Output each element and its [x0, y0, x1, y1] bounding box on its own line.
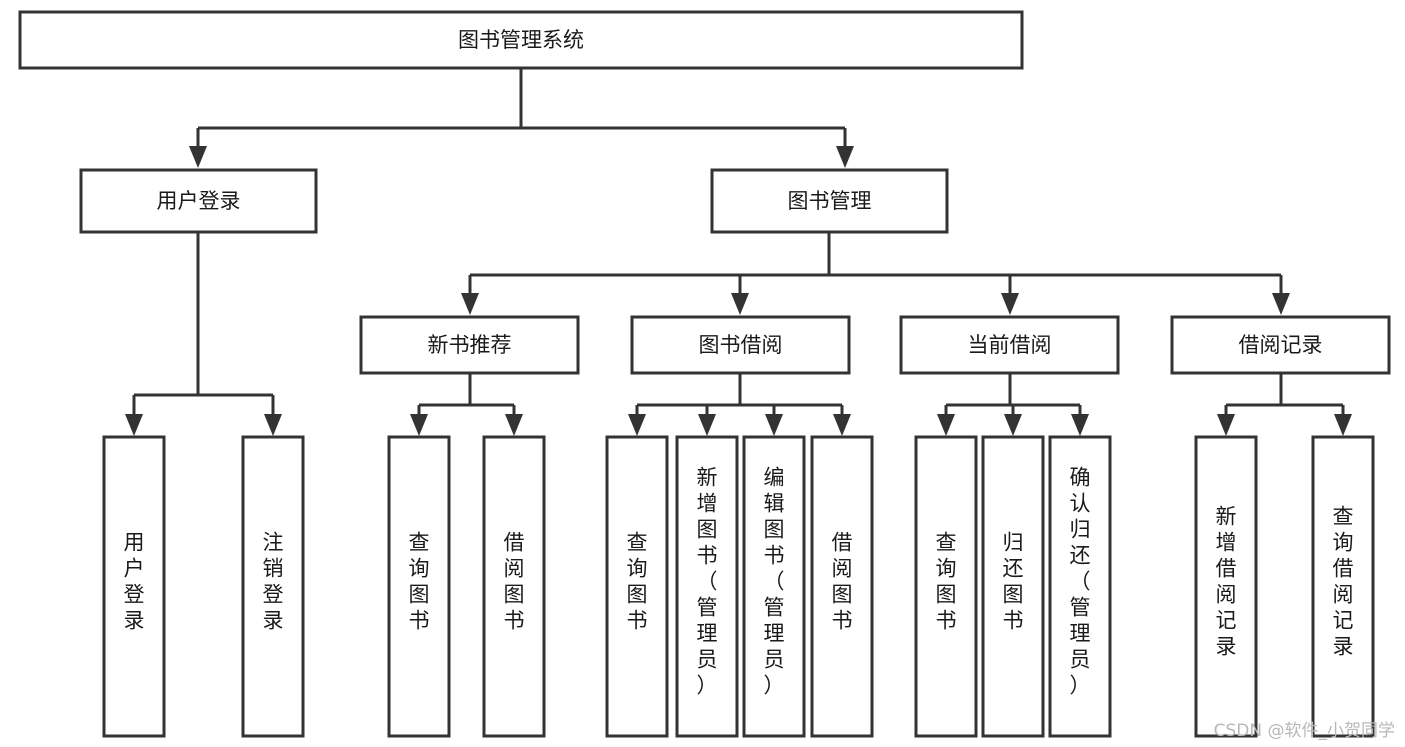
node-label-leaf-borrow-book: 借阅图书	[832, 531, 853, 633]
node-box-book-borrow	[630, 315, 851, 375]
arrow-leaf-query-borrow-record	[1334, 414, 1352, 436]
node-layer: 图书管理系统用户登录图书管理新书推荐图书借阅当前借阅借阅记录用户登录注销登录查询…	[18, 10, 1391, 738]
node-box-leaf-borrow-book	[810, 435, 874, 738]
node-leaf-return-book[interactable]: 归还图书	[981, 435, 1045, 738]
node-leaf-borrow-book[interactable]: 借阅图书	[810, 435, 874, 738]
node-root[interactable]: 图书管理系统	[18, 10, 1024, 70]
node-box-leaf-query-borrow-record	[1311, 435, 1375, 738]
arrow-leaf-query-book-borrow	[628, 414, 646, 436]
node-label-leaf-query-book-current: 查询图书	[936, 531, 957, 633]
node-label-leaf-borrow-book-recommend: 借阅图书	[504, 531, 525, 633]
node-box-leaf-user-login	[102, 435, 166, 738]
node-label-user-login: 用户登录	[157, 189, 241, 213]
connector-bookmgmt-to-level3	[468, 232, 1283, 307]
node-current-borrow[interactable]: 当前借阅	[899, 315, 1120, 375]
node-leaf-query-book-current[interactable]: 查询图书	[914, 435, 978, 738]
arrow-layer	[125, 146, 1352, 436]
arrow-leaf-user-login	[125, 414, 143, 436]
node-book-management[interactable]: 图书管理	[710, 168, 949, 234]
node-box-new-book-recommend	[359, 315, 580, 375]
arrow-book-management	[836, 146, 854, 168]
node-box-borrow-record	[1170, 315, 1391, 375]
node-leaf-query-book-recommend[interactable]: 查询图书	[387, 435, 451, 738]
node-label-leaf-query-borrow-record: 查询借阅记录	[1333, 505, 1354, 659]
arrow-leaf-add-book-admin	[698, 414, 716, 436]
node-label-leaf-query-book-borrow: 查询图书	[627, 531, 648, 633]
node-leaf-add-borrow-record[interactable]: 新增借阅记录	[1194, 435, 1258, 738]
node-label-leaf-edit-book-admin: 编辑图书（管理员）	[764, 466, 785, 698]
node-leaf-query-book-borrow[interactable]: 查询图书	[605, 435, 669, 738]
node-label-book-borrow: 图书借阅	[699, 333, 783, 357]
node-label-leaf-confirm-return-admin: 确认归还（管理员）	[1070, 466, 1091, 698]
node-box-leaf-confirm-return-admin	[1048, 435, 1112, 738]
node-leaf-user-login[interactable]: 用户登录	[102, 435, 166, 738]
arrow-borrow-record	[1272, 293, 1290, 315]
node-box-leaf-return-book	[981, 435, 1045, 738]
arrow-leaf-edit-book-admin	[765, 414, 783, 436]
arrow-user-login	[189, 146, 207, 168]
arrow-current-borrow	[1001, 293, 1019, 315]
node-label-current-borrow: 当前借阅	[968, 333, 1052, 357]
node-box-leaf-query-book-borrow	[605, 435, 669, 738]
node-label-borrow-record: 借阅记录	[1239, 333, 1323, 357]
csdn-watermark: CSDN @软件_小贺同学	[1213, 721, 1395, 741]
node-label-leaf-logout-login: 注销登录	[263, 531, 284, 633]
arrow-leaf-confirm-return-admin	[1071, 414, 1089, 436]
node-leaf-query-borrow-record[interactable]: 查询借阅记录	[1311, 435, 1375, 738]
arrow-leaf-add-borrow-record	[1217, 414, 1235, 436]
node-box-current-borrow	[899, 315, 1120, 375]
node-box-leaf-query-book-recommend	[387, 435, 451, 738]
node-box-leaf-borrow-book-recommend	[482, 435, 546, 738]
node-box-leaf-logout-login	[241, 435, 305, 738]
node-new-book-recommend[interactable]: 新书推荐	[359, 315, 580, 375]
arrow-leaf-logout-login	[264, 414, 282, 436]
node-box-root	[18, 10, 1024, 70]
node-label-new-book-recommend: 新书推荐	[428, 333, 512, 357]
connector-root-to-level2	[196, 68, 847, 160]
arrow-leaf-borrow-book-recommend	[505, 414, 523, 436]
arrow-new-book-recommend	[461, 293, 479, 315]
arrow-leaf-return-book	[1004, 414, 1022, 436]
node-borrow-record[interactable]: 借阅记录	[1170, 315, 1391, 375]
connector-layer	[132, 68, 1345, 427]
node-box-book-management	[710, 168, 949, 234]
node-label-leaf-add-book-admin: 新增图书（管理员）	[697, 466, 718, 698]
connector-borrow-to-leaves	[635, 373, 844, 427]
node-label-root: 图书管理系统	[458, 28, 584, 52]
arrow-leaf-borrow-book	[833, 414, 851, 436]
node-box-leaf-add-borrow-record	[1194, 435, 1258, 738]
node-leaf-confirm-return-admin[interactable]: 确认归还（管理员）	[1048, 435, 1112, 738]
node-label-leaf-return-book: 归还图书	[1003, 531, 1024, 633]
node-leaf-logout-login[interactable]: 注销登录	[241, 435, 305, 738]
connector-record-to-leaves	[1224, 373, 1345, 427]
node-label-leaf-user-login: 用户登录	[124, 531, 145, 633]
node-leaf-borrow-book-recommend[interactable]: 借阅图书	[482, 435, 546, 738]
node-book-borrow[interactable]: 图书借阅	[630, 315, 851, 375]
connector-recommend-to-leaves	[417, 373, 516, 427]
node-leaf-edit-book-admin[interactable]: 编辑图书（管理员）	[742, 435, 806, 738]
node-box-leaf-query-book-current	[914, 435, 978, 738]
node-box-leaf-edit-book-admin	[742, 435, 806, 738]
node-leaf-add-book-admin[interactable]: 新增图书（管理员）	[675, 435, 739, 738]
arrow-book-borrow	[731, 293, 749, 315]
node-label-book-management: 图书管理	[788, 189, 872, 213]
node-label-leaf-query-book-recommend: 查询图书	[409, 531, 430, 633]
node-label-leaf-add-borrow-record: 新增借阅记录	[1216, 505, 1237, 659]
node-user-login[interactable]: 用户登录	[79, 168, 318, 234]
arrow-leaf-query-book-current	[937, 414, 955, 436]
node-box-leaf-add-book-admin	[675, 435, 739, 738]
node-box-user-login	[79, 168, 318, 234]
arrow-leaf-query-book-recommend	[410, 414, 428, 436]
connector-userlogin-to-leaves	[132, 232, 275, 427]
